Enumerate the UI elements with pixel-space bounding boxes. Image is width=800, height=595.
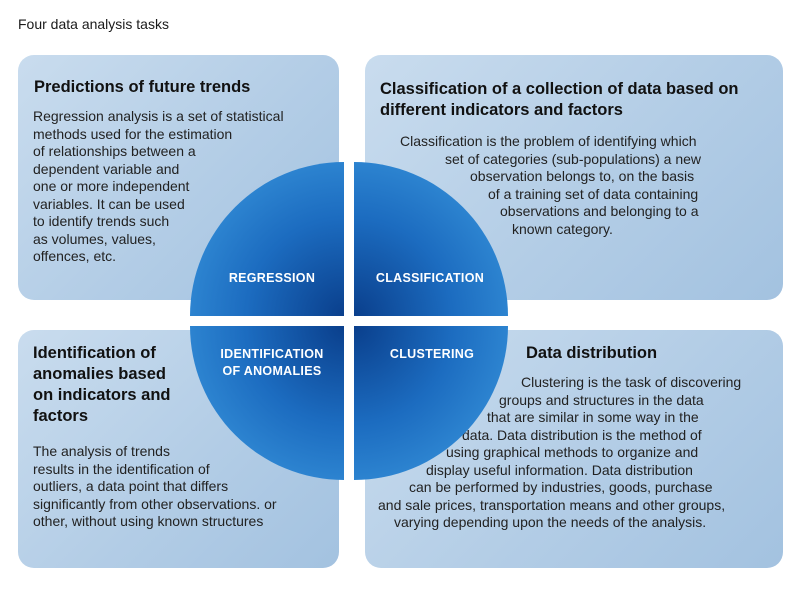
classification-label: CLASSIFICATION <box>375 271 485 285</box>
body-line: of a training set of data containing <box>488 185 699 202</box>
body-line: one or more independent <box>33 178 190 194</box>
body-line: Classification is the problem of identif… <box>400 133 697 149</box>
page-title: Four data analysis tasks <box>18 16 169 32</box>
body-line: data. Data distribution is the method of <box>462 426 702 443</box>
body-line: significantly from other observations. o… <box>33 495 277 512</box>
heading-line: anomalies based <box>33 365 166 383</box>
body-line: groups and structures in the data <box>499 391 704 408</box>
regression-heading: Predictions of future trends <box>34 77 250 98</box>
body-line: Clustering is the task of discovering <box>521 374 742 390</box>
clustering-heading: Data distribution <box>526 343 657 364</box>
heading-line: factors <box>33 407 89 425</box>
body-line: set of categories (sub-populations) a ne… <box>445 150 702 167</box>
body-line: observations and belonging to a <box>500 203 699 219</box>
heading-line: on indicators and <box>33 386 171 404</box>
body-line: dependent variable and <box>33 160 180 177</box>
body-line: Regression analysis is a set of statisti… <box>33 108 284 124</box>
body-line: can be performed by industries, goods, p… <box>409 479 713 495</box>
regression-label: REGRESSION <box>228 271 316 285</box>
clustering-body: Clustering is the task of discovering gr… <box>0 374 800 532</box>
body-line: variables. It can be used <box>33 195 185 212</box>
regression-body: Regression analysis is a set of statisti… <box>33 108 284 266</box>
body-line: The analysis of trends <box>33 443 170 459</box>
anomalies-body: The analysis of trends results in the id… <box>33 443 277 531</box>
heading-line: different indicators and factors <box>380 101 623 119</box>
body-line: results in the identification of <box>33 460 210 477</box>
anomalies-heading: Identification of anomalies based on ind… <box>33 343 171 427</box>
classification-heading: Classification of a collection of data b… <box>380 79 738 121</box>
body-line: to identify trends such <box>33 213 170 229</box>
body-line: other, without using known structures <box>33 513 264 529</box>
body-line: that are similar in some way in the <box>487 409 699 425</box>
body-line: and sale prices, transportation means an… <box>378 496 726 513</box>
heading-line: Identification of <box>33 344 156 362</box>
label-line: IDENTIFICATION <box>220 347 324 361</box>
body-line: varying depending upon the needs of the … <box>394 514 707 530</box>
body-line: known category. <box>512 220 613 237</box>
body-line: as volumes, values, <box>33 230 156 247</box>
body-line: outliers, a data point that differs <box>33 478 229 494</box>
classification-body: Classification is the problem of identif… <box>0 133 800 238</box>
body-line: using graphical methods to organize and <box>446 444 699 460</box>
body-line: methods used for the estimation <box>33 125 233 142</box>
heading-line: Data distribution <box>526 344 658 362</box>
clustering-label: CLUSTERING <box>389 347 475 361</box>
label-line: OF ANOMALIES <box>222 364 322 378</box>
body-line: display useful information. Data distrib… <box>426 461 693 478</box>
body-line: offences, etc. <box>33 248 117 264</box>
anomalies-label: IDENTIFICATION OF ANOMALIES <box>190 346 354 380</box>
body-line: of relationships between a <box>33 143 196 159</box>
body-line: observation belongs to, on the basis <box>470 168 695 184</box>
heading-line: Predictions of future trends <box>34 78 251 96</box>
heading-line: Classification of a collection of data b… <box>380 80 739 98</box>
